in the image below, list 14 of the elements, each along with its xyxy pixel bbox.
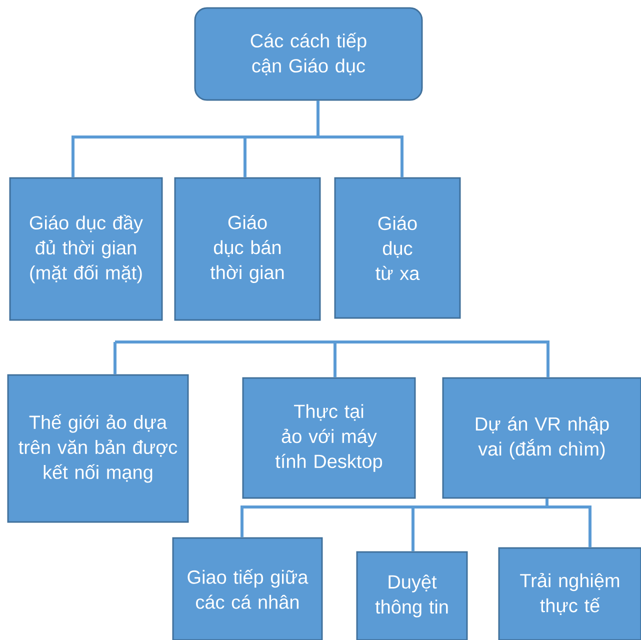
connector-line bbox=[114, 342, 116, 374]
category-box: Giáo dục bán thời gian bbox=[174, 177, 321, 321]
category-box: Thế giới ảo dựa trên văn bản được kết nối mạng bbox=[7, 374, 189, 523]
category-box: Duyệt thông tin bbox=[356, 551, 468, 640]
root-box: Các cách tiếp cận Giáo dục bbox=[194, 7, 423, 101]
category-box: Thực tại ảo với máy tính Desktop bbox=[242, 377, 416, 499]
category-box: Dự án VR nhập vai (đắm chìm) bbox=[442, 377, 641, 499]
connector-line bbox=[546, 498, 592, 548]
connector-line bbox=[115, 340, 550, 378]
connector-line bbox=[316, 100, 404, 178]
category-box: Giao tiếp giữa các cá nhân bbox=[172, 537, 323, 640]
category-box: Trải nghiệm thực tế bbox=[498, 547, 641, 640]
category-box: Giáo dục từ xa bbox=[334, 177, 461, 319]
category-box: Giáo dục đầy đủ thời gian (mặt đối mặt) bbox=[9, 177, 163, 321]
